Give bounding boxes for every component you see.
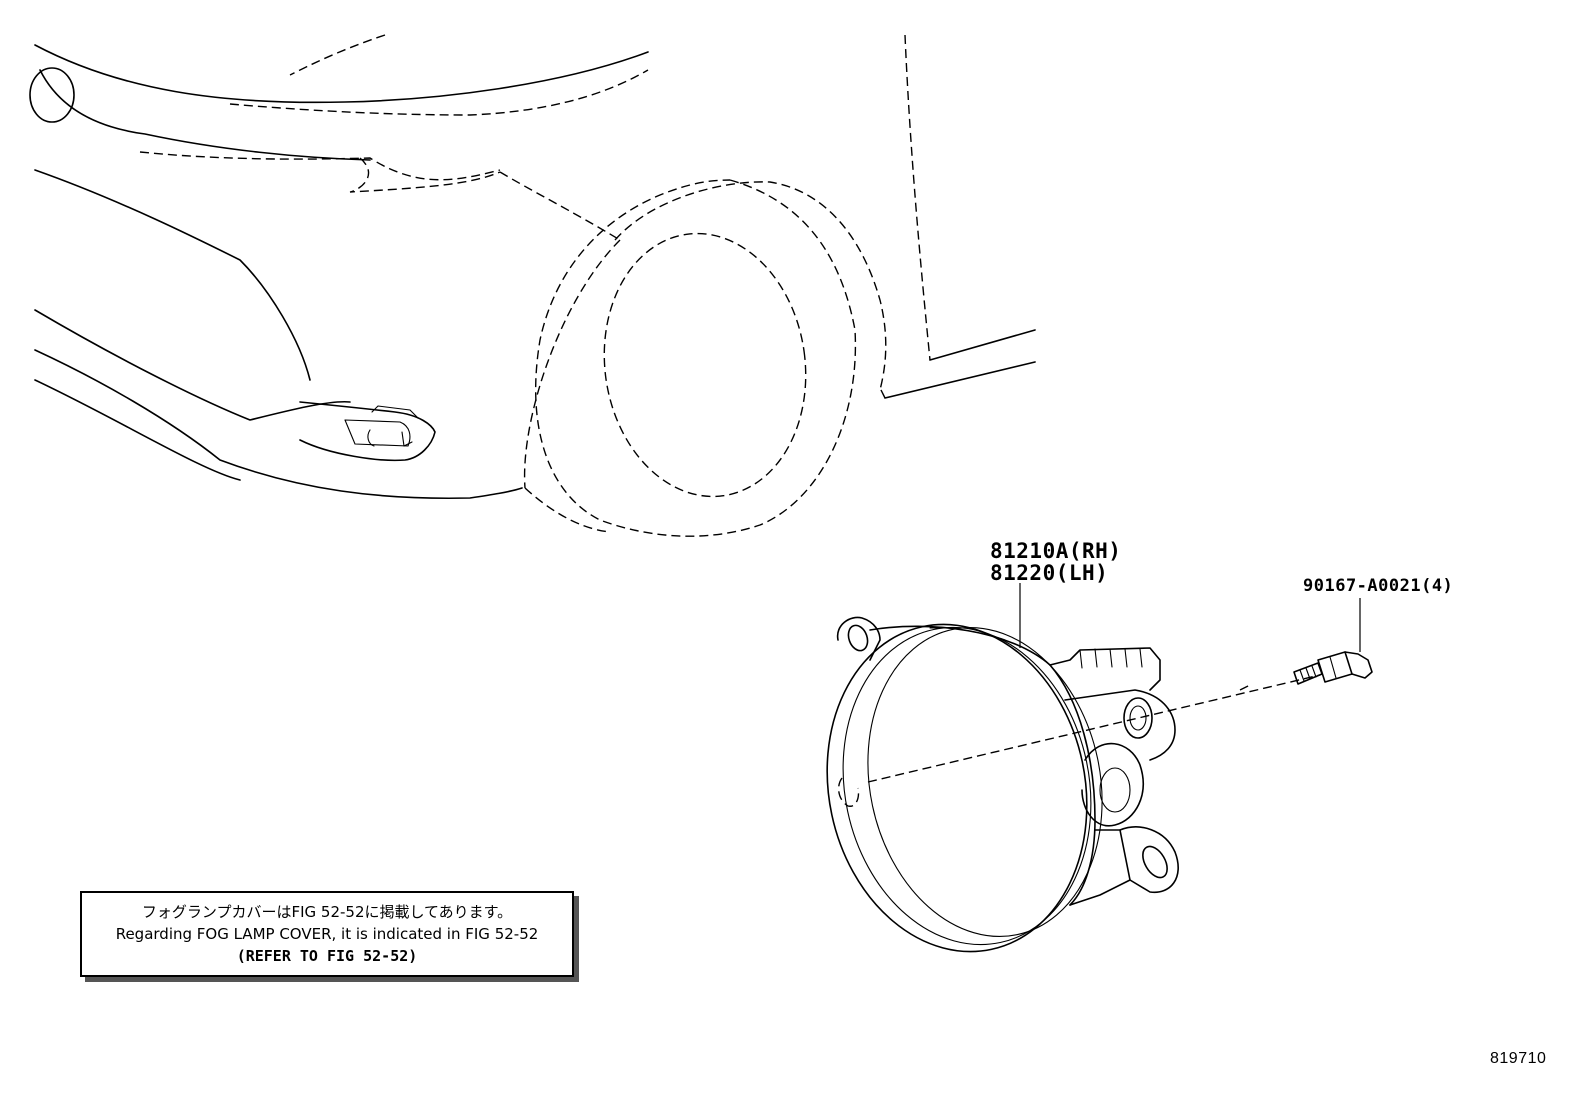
note-line-english: Regarding FOG LAMP COVER, it is indicate… <box>115 925 539 943</box>
screw-fastener <box>1293 651 1373 685</box>
note-line-reference: (REFER TO FIG 52-52) <box>236 947 418 965</box>
part-label-fog-lamp-lh: 81220(LH) <box>990 561 1109 585</box>
reference-note-box: フォグランプカバーはFIG 52-52に掲載してあります。 Regarding … <box>80 891 574 977</box>
part-label-fog-lamp-rh: 81210A(RH) <box>990 539 1122 563</box>
note-line-japanese: フォグランプカバーはFIG 52-52に掲載してあります。 <box>141 903 513 921</box>
figure-id: 819710 <box>1490 1050 1547 1067</box>
fastening-axis-line <box>867 674 1321 783</box>
part-label-screw: 90167-A0021(4) <box>1303 576 1454 596</box>
vehicle-outline <box>29 34 1036 537</box>
fog-lamp-assembly <box>826 616 1179 953</box>
